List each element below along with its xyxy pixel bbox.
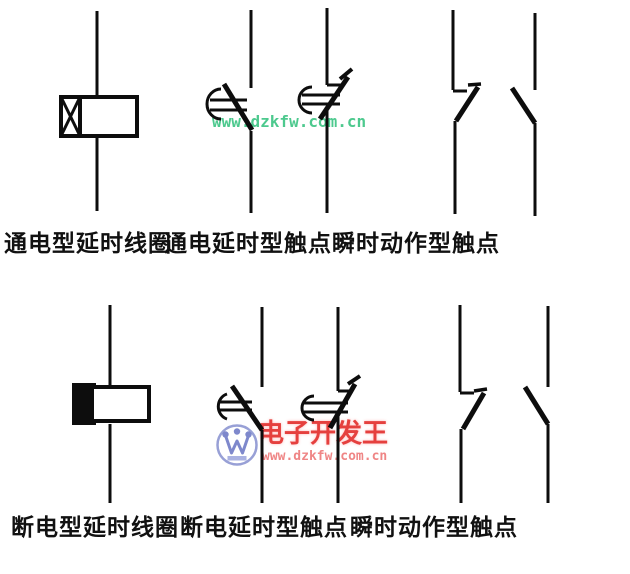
symbol-instant-contacts-bottom [458, 305, 551, 503]
site-logo: 电子开发王 www.dzkfw.com.cn [214, 420, 394, 470]
symbol-energize-delay-coil [59, 11, 139, 211]
logo-title: 电子开发王 [258, 419, 389, 448]
symbol-deenergize-delay-contacts [216, 307, 362, 503]
caption-instant-contacts-top: 瞬时动作型触点 [332, 231, 500, 256]
caption-deenergize-delay-contacts: 断电延时型触点 [180, 515, 348, 540]
symbol-deenergize-delay-coil [72, 305, 151, 503]
logo-url: www.dzkfw.com.cn [262, 449, 388, 464]
caption-energize-delay-contacts: 通电延时型触点 [164, 231, 332, 256]
logo-w-circle-icon [216, 424, 258, 466]
symbol-instant-contacts-top [451, 10, 538, 216]
caption-energize-delay-coil: 通电型延时线圈 [4, 231, 172, 256]
caption-instant-contacts-bottom: 瞬时动作型触点 [350, 515, 518, 540]
symbol-energize-delay-contacts [205, 8, 354, 213]
caption-deenergize-delay-coil: 断电型延时线圈 [11, 515, 179, 540]
